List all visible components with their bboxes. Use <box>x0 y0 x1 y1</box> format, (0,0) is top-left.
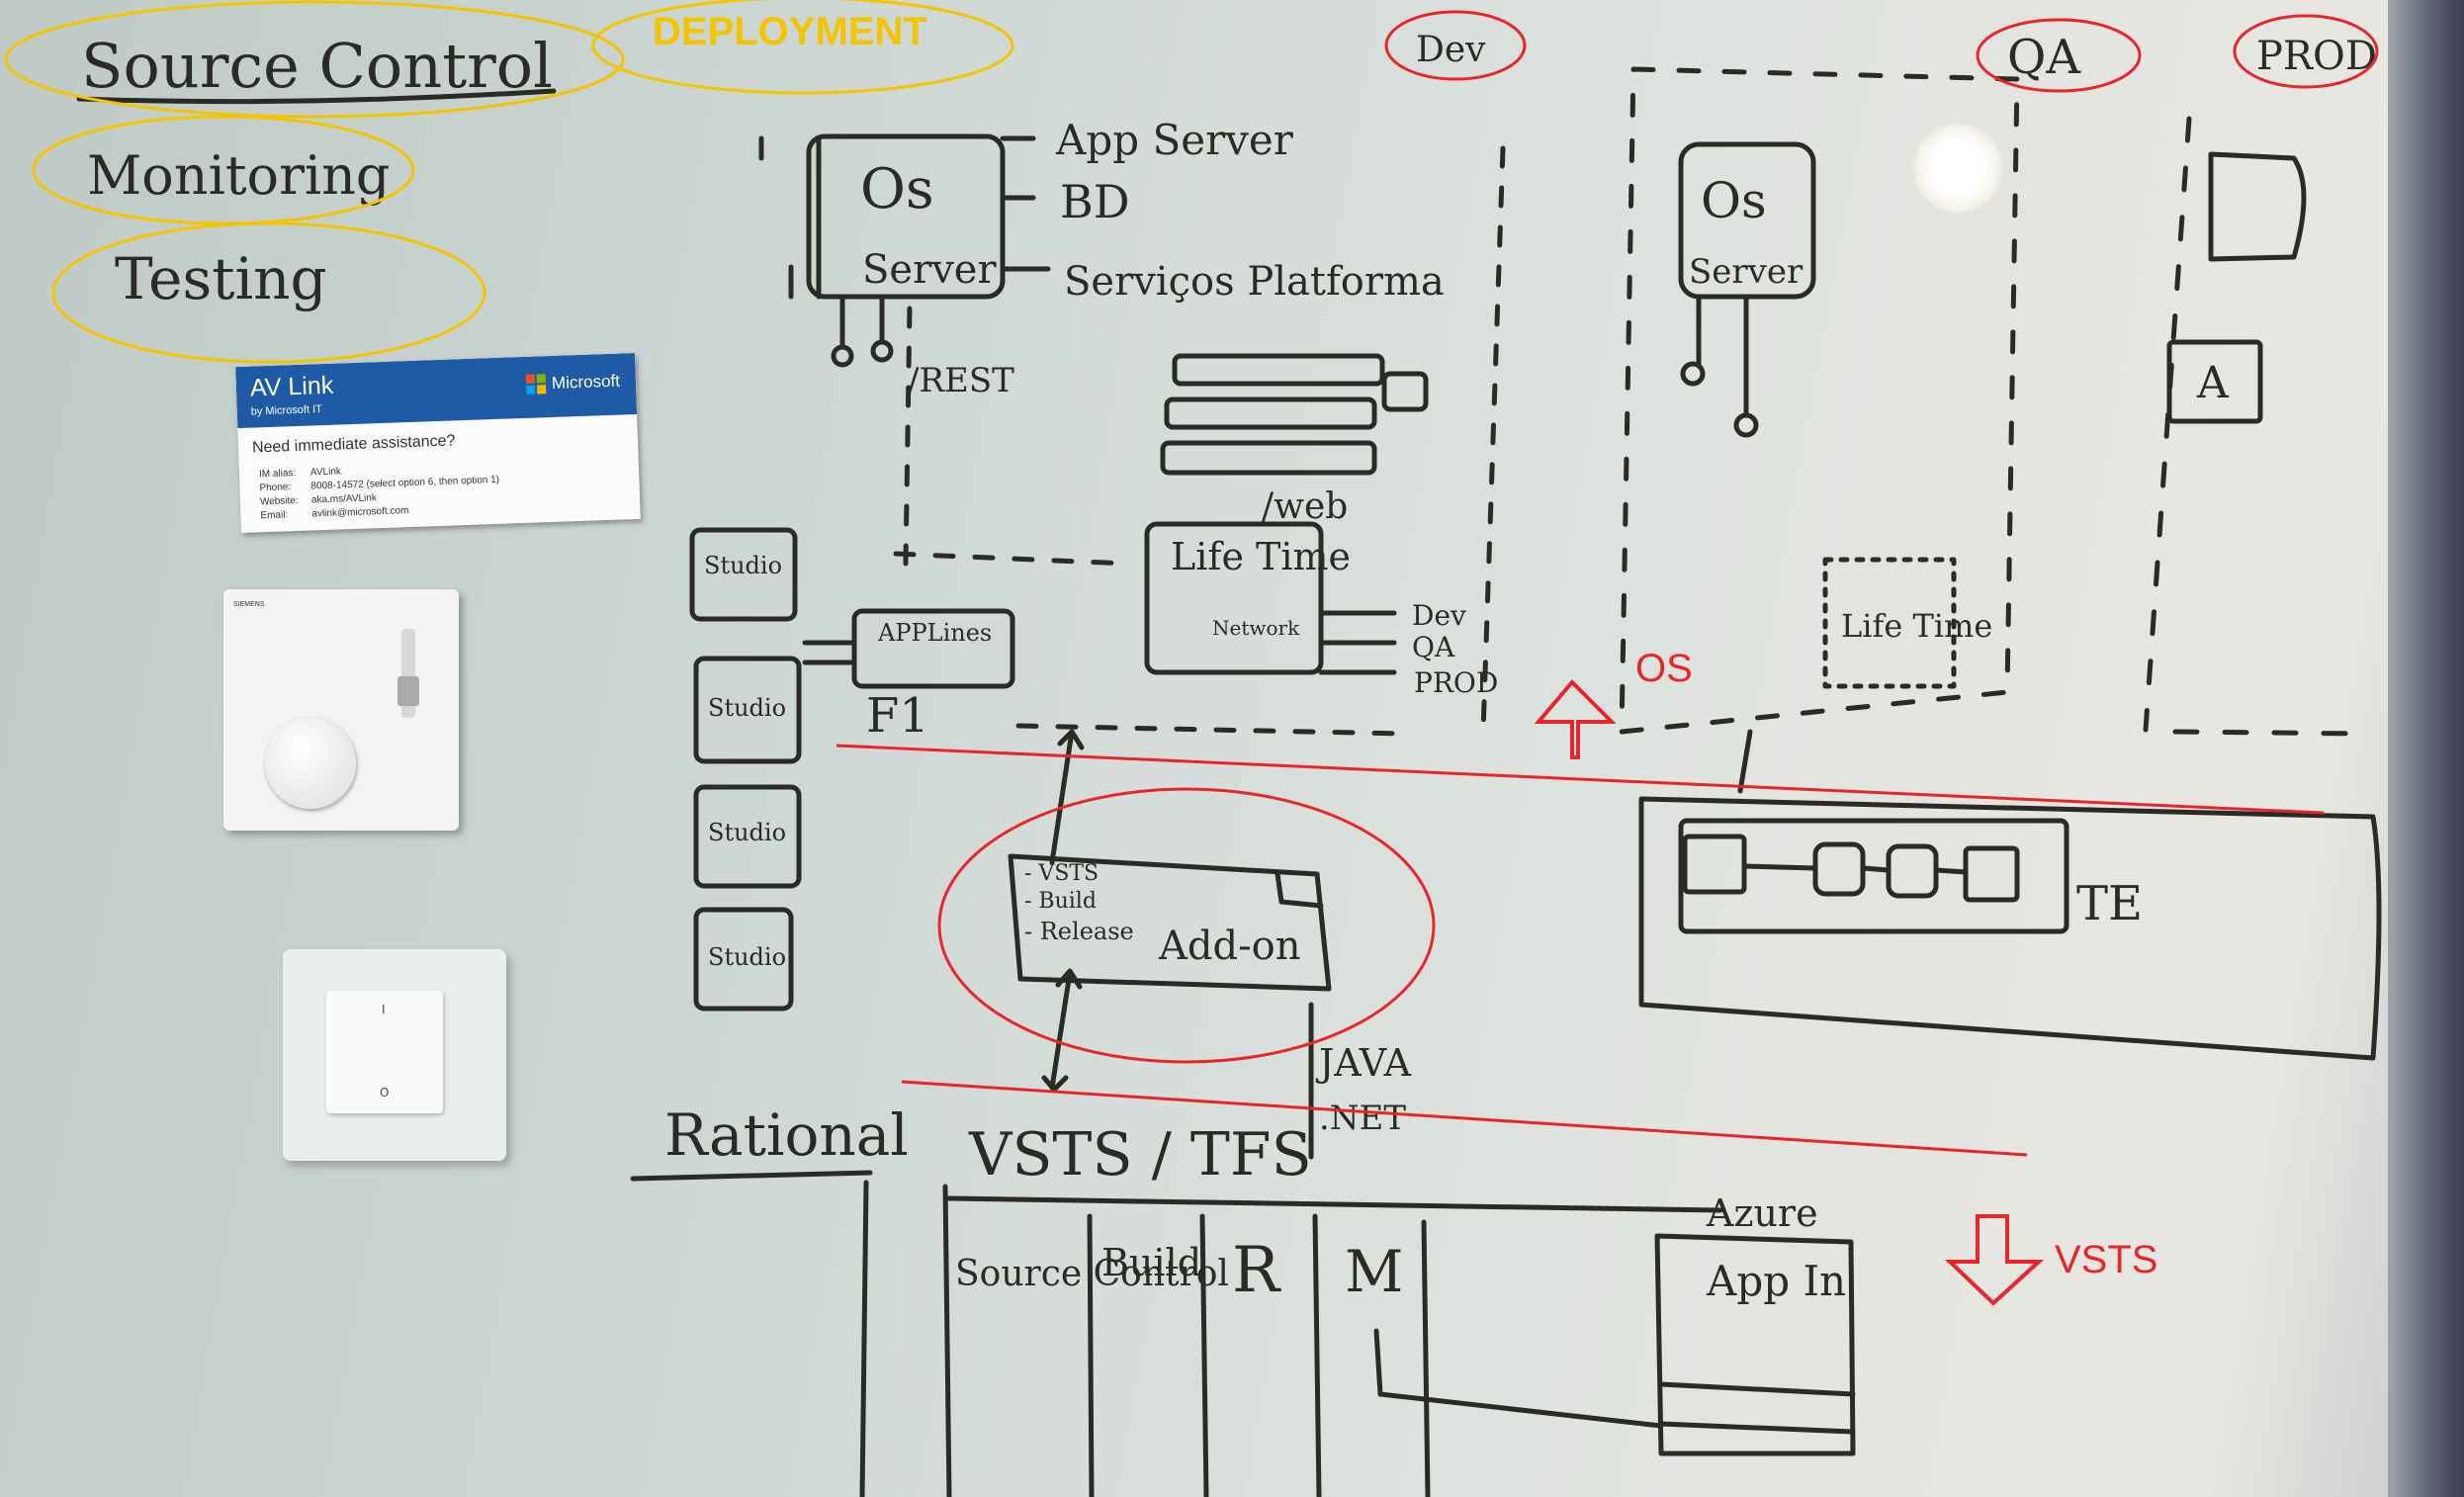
qa-highlight <box>1976 18 2142 93</box>
app-server-label: App Server <box>1055 116 1294 164</box>
testing-label: Testing <box>115 245 327 312</box>
studio-label-3: Studio <box>708 819 786 846</box>
av-row-im: IM alias: AVLink <box>259 466 341 480</box>
av-row-email: Email: avlink@microsoft.com <box>260 505 408 521</box>
monitoring-label: Monitoring <box>87 144 391 207</box>
azure-label: Azure <box>1706 1191 1818 1235</box>
studio-label-1: Studio <box>704 552 782 579</box>
switch-rocker[interactable]: I O <box>326 991 443 1113</box>
av-row-key: Phone: <box>259 482 292 494</box>
java-label: JAVA <box>1315 1041 1412 1085</box>
testing-highlight <box>51 221 486 364</box>
switch-on-mark: I <box>382 1003 386 1016</box>
av-row-key: IM alias: <box>258 468 297 481</box>
switch-off-mark: O <box>380 1086 390 1100</box>
vsts-col-build: Build <box>1101 1241 1201 1284</box>
vsts-tfs-title: VSTS / TFS <box>968 1120 1312 1189</box>
server-label: Server <box>862 247 997 293</box>
lt-qa-label: QA <box>1412 631 1455 663</box>
addon-label: Add-on <box>1158 924 1300 969</box>
av-row-value: aka.ms/AVLink <box>310 492 378 506</box>
lt-prod-label: PROD <box>1414 666 1498 699</box>
light-switch: I O <box>283 949 506 1161</box>
vsts-col-source-control: Source Control <box>955 1254 1229 1294</box>
thermostat-slider-knob[interactable] <box>397 676 419 706</box>
ceiling-light-reflection <box>1912 123 2003 214</box>
deployment-highlight <box>591 0 1014 95</box>
av-card-header: AV Link by Microsoft IT Microsoft <box>235 353 638 429</box>
addon-item-build: - Build <box>1024 889 1097 914</box>
prod-a-label: A <box>2196 358 2230 408</box>
addon-item-release: - Release <box>1024 918 1134 945</box>
dotnet-label: .NET <box>1319 1099 1406 1138</box>
te-label: TE <box>2076 876 2143 931</box>
av-card-question: Need immediate assistance? <box>251 432 456 457</box>
rest-label: /REST <box>908 361 1014 400</box>
env-prod-label: PROD <box>2256 34 2377 79</box>
f1-label: F1 <box>866 688 929 744</box>
bd-label: BD <box>1060 175 1130 228</box>
addon-item-vsts: - VSTS <box>1024 861 1099 886</box>
av-row-key: Website: <box>259 494 299 508</box>
qa-os-label: Os <box>1701 172 1767 229</box>
thermostat: SIEMENS <box>223 589 459 831</box>
network-label: Network <box>1212 616 1300 640</box>
vsts-separator-line <box>901 1080 2028 1157</box>
servicos-label: Serviços Platforma <box>1064 259 1445 305</box>
studio-label-2: Studio <box>708 694 786 722</box>
vsts-col-m: M <box>1345 1238 1403 1305</box>
os-separator-line <box>836 744 2325 815</box>
thermostat-brand: SIEMENS <box>233 601 265 608</box>
av-link-card: AV Link by Microsoft IT Microsoft Need i… <box>235 353 641 533</box>
thermostat-dial[interactable] <box>265 718 356 809</box>
qa-server-label: Server <box>1689 252 1804 292</box>
av-row-value: AVLink <box>309 466 342 479</box>
vsts-col-r: R <box>1232 1234 1281 1307</box>
life-time-label: Life Time <box>1171 535 1351 578</box>
av-row-website: Website: aka.ms/AVLink <box>260 492 377 507</box>
microsoft-brand: Microsoft <box>525 371 621 395</box>
applines-label: APPLines <box>877 619 992 647</box>
source-control-highlight <box>4 0 625 119</box>
prod-highlight <box>2233 14 2379 89</box>
addon-highlight <box>937 787 1436 1064</box>
web-label: /web <box>1262 486 1348 527</box>
os-server-box <box>806 133 1006 300</box>
env-dev-label: Dev <box>1416 30 1486 70</box>
os-annotation: OS <box>1635 647 1693 690</box>
av-row-key: Email: <box>260 509 289 522</box>
source-control-label: Source Control <box>81 30 553 102</box>
vsts-annotation: VSTS <box>2055 1238 2158 1281</box>
av-card-subtitle: by Microsoft IT <box>250 403 323 418</box>
env-qa-label: QA <box>2007 30 2081 85</box>
app-insights-label: App In <box>1706 1257 1846 1305</box>
microsoft-brand-text: Microsoft <box>551 371 621 393</box>
microsoft-logo-icon <box>525 374 547 395</box>
whiteboard-edge <box>2388 0 2464 1497</box>
av-card-title: AV Link <box>249 371 334 402</box>
dev-highlight <box>1384 10 1527 81</box>
lt-dev-label: Dev <box>1412 599 1466 632</box>
os-label: Os <box>860 157 934 221</box>
av-row-value: avlink@microsoft.com <box>311 505 409 520</box>
vsts-down-arrow <box>1945 1214 2045 1306</box>
os-up-arrow <box>1534 679 1617 759</box>
studio-label-4: Studio <box>708 943 786 971</box>
deployment-annotation: DEPLOYMENT <box>653 10 927 53</box>
rational-label: Rational <box>664 1101 909 1169</box>
qa-life-time-label: Life Time <box>1841 607 1992 645</box>
